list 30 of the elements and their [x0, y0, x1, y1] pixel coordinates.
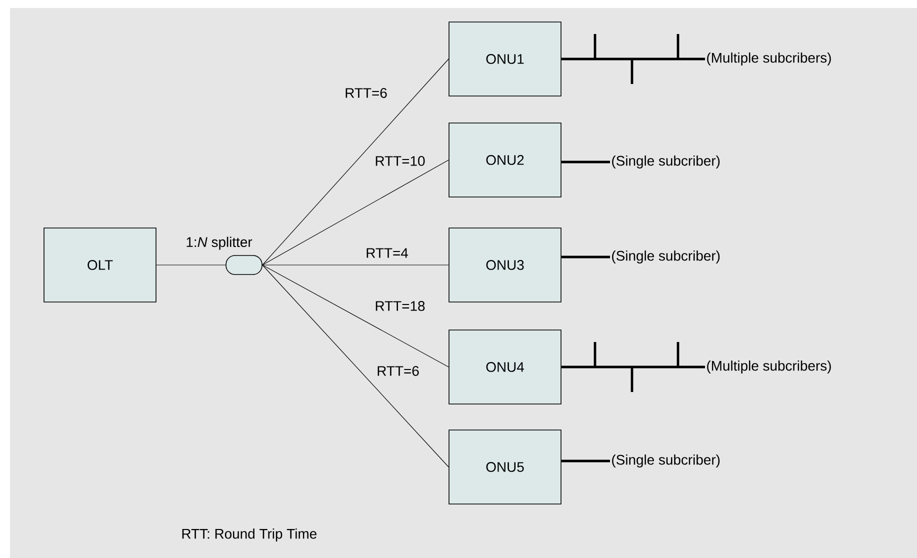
fiber-line: [262, 264, 449, 468]
connector-line: [561, 460, 610, 462]
fiber-line: [262, 264, 449, 266]
subscriber-label: (Multiple subcribers): [707, 360, 831, 374]
subscriber-label: (Multiple subcribers): [707, 52, 831, 66]
process-box: ONU1: [448, 22, 562, 96]
process-box: ONU4: [448, 330, 562, 404]
fiber-line: [262, 264, 449, 368]
connector-line: [561, 58, 705, 60]
process-box: OLT: [44, 228, 156, 302]
process-box: ONU5: [448, 430, 562, 504]
edge-label: RTT=18: [374, 300, 426, 312]
note-text: RTT: Round Trip Time: [182, 528, 316, 542]
process-box: ONU2: [448, 122, 562, 198]
fiber-line: [156, 264, 226, 266]
edge-label: RTT=6: [344, 87, 388, 99]
connector-line: [561, 160, 610, 164]
edge-label: RTT=6: [376, 365, 420, 377]
node-label: 1:N splitter: [186, 236, 252, 250]
subscriber-label: (Single subcriber): [612, 454, 720, 468]
edge-label: RTT=4: [364, 247, 410, 259]
connector-line: [561, 366, 705, 368]
process-box: ONU3: [448, 228, 562, 302]
subscriber-label: (Single subcriber): [612, 250, 720, 264]
fiber-line: [262, 160, 449, 266]
edge-label: RTT=10: [374, 155, 426, 167]
fiber-line: [262, 58, 449, 266]
subscriber-label: (Single subcriber): [612, 156, 720, 168]
splitter: 1:N splitter: [186, 236, 262, 275]
connector-line: [561, 256, 610, 258]
